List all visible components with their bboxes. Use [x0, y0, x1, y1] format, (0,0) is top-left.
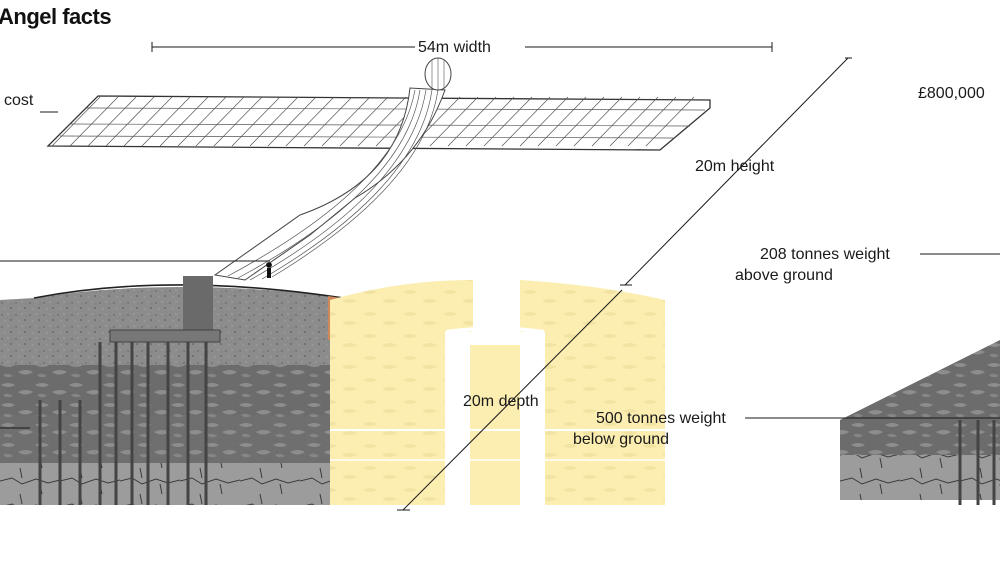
weight-above-label-line2: above ground — [735, 267, 833, 284]
wing-rib — [141, 96, 191, 147]
wing-rib — [573, 96, 623, 147]
wing-rib — [357, 96, 407, 147]
buried-base-left — [38, 276, 221, 505]
diagram-title: Angel facts — [0, 4, 112, 29]
wing-rib — [69, 96, 119, 147]
wing-rib — [483, 96, 533, 147]
wing-rib — [267, 96, 317, 147]
wing-rib — [51, 96, 101, 147]
wing-rib — [285, 96, 335, 147]
wing-rib — [339, 96, 389, 147]
person-scale-figure — [266, 262, 272, 278]
depth-label: 20m depth — [463, 393, 539, 410]
wing-rib — [447, 96, 497, 147]
cost-label: cost — [4, 92, 34, 109]
wing-rib — [87, 96, 137, 147]
wing-rib — [429, 96, 479, 147]
ground-section-left — [0, 284, 369, 505]
cost-value-label: £800,000 — [918, 85, 985, 102]
wing-rib — [609, 96, 659, 147]
foundation-block — [330, 280, 665, 505]
angel-sculpture — [46, 57, 711, 281]
wing-rib — [105, 96, 155, 147]
wing-rib — [195, 96, 245, 147]
wing-rib — [303, 96, 353, 147]
weight-above-label-line1: 208 tonnes weight — [760, 246, 890, 263]
width-label: 54m width — [418, 39, 491, 56]
ground-section-right — [840, 340, 1000, 505]
height-label: 20m height — [695, 158, 775, 175]
wing-rib — [123, 96, 173, 147]
weight-below-label-line2: below ground — [573, 431, 670, 448]
wing-rib — [627, 96, 677, 147]
wing-rib — [231, 96, 281, 147]
wing-rib — [159, 96, 209, 147]
wing-rib — [519, 96, 569, 147]
wing-rib — [645, 96, 695, 147]
wing-rib — [249, 96, 299, 147]
wing-rib — [177, 96, 227, 147]
wing-rib — [321, 96, 371, 147]
wing-rib — [537, 96, 587, 147]
wing-rib — [465, 96, 515, 147]
wing-rib — [591, 96, 641, 147]
dimension-lines — [0, 42, 1000, 511]
weight-below-label-line1: 500 tonnes weight — [596, 410, 726, 427]
wing-rib — [501, 96, 551, 147]
wing-rib — [213, 96, 263, 147]
wing-rib — [555, 96, 605, 147]
